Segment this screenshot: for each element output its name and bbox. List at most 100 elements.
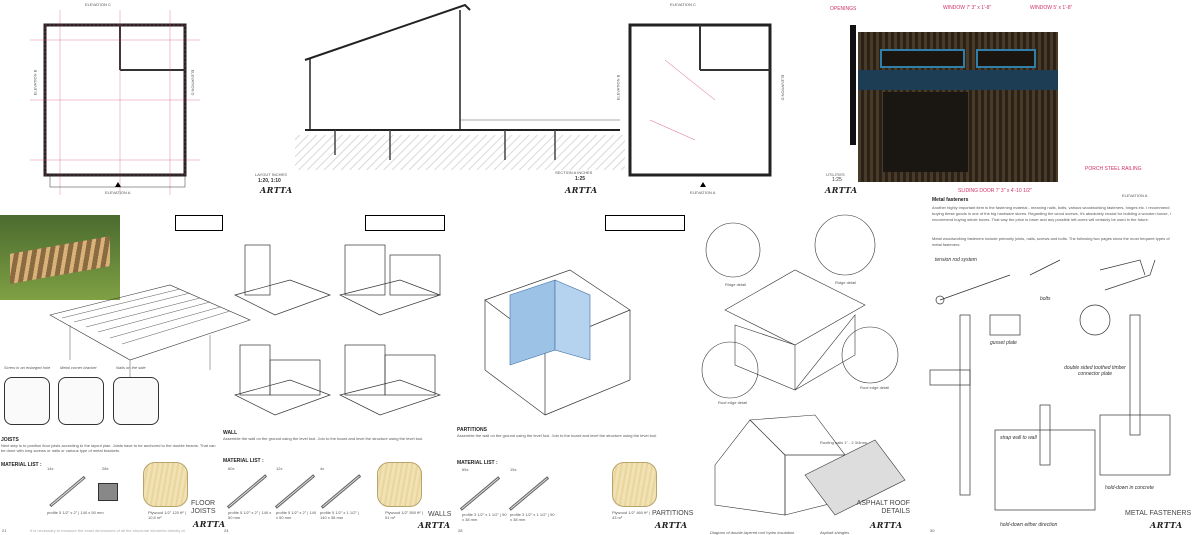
- footer-note: It is necessary to measure the exact dim…: [30, 528, 185, 533]
- item-desc: profile 5 1/2" x 2" | 140 x 50 mm: [228, 510, 272, 520]
- elevation-label: ELEVATION A: [1122, 193, 1148, 198]
- detail-screw: [4, 377, 50, 425]
- item-qty: 15x: [510, 467, 517, 472]
- plan-scale-label: LAYOUT INCHES: [255, 172, 287, 177]
- tools-icon: [175, 215, 223, 231]
- detail-label: Screw in an enlarged hole: [4, 365, 51, 370]
- blue-band: [858, 70, 1058, 90]
- chimney-pipe: [850, 25, 856, 145]
- section-title: METAL FASTENERS: [1125, 510, 1192, 517]
- item-qty: 14x: [47, 466, 54, 471]
- fastener-label: strap wall to wall: [1000, 435, 1037, 441]
- roof-label: Ridge detail: [725, 282, 747, 287]
- brand-logo: ARTTA: [825, 185, 858, 195]
- timber-profile: [226, 474, 268, 509]
- timber-profile: [320, 474, 362, 509]
- section-title: FLOOR JOISTS: [191, 500, 216, 515]
- material-list-label: MATERIAL LIST :: [223, 458, 264, 464]
- joists-photo: [0, 215, 120, 300]
- section-title: WALLS: [428, 511, 452, 518]
- material-list-label: MATERIAL LIST :: [457, 460, 498, 466]
- joists-body: Next step is to position floor joists ac…: [1, 443, 216, 453]
- item-desc: profile 3 1/2" x 1 1/2" | 90 x 38 mm: [510, 512, 555, 522]
- cabin-elevation-render: [858, 32, 1058, 182]
- diagram-caption: Diagram of double-layered roof hydro ins…: [710, 530, 795, 535]
- fastener-label: bolts: [1040, 296, 1051, 302]
- railing-label: PORCH STEEL RAILING: [1085, 166, 1142, 172]
- item-desc: Plywood 1/2" 460 ft² | 43 m²: [612, 510, 650, 520]
- item-qty: 4x: [320, 466, 325, 471]
- section-title: ASPHALT ROOF DETAILS: [856, 500, 910, 515]
- page-number: 28: [458, 528, 463, 533]
- elevation-d-label: ELEVATION D: [190, 69, 196, 96]
- window-1-label: WINDOW 7' 3" x 1'-8": [943, 5, 992, 11]
- partitions-drawing: [484, 269, 631, 416]
- item-desc: profile 5 1/2" x 2" | 140 x 50 mm: [47, 510, 104, 515]
- walls-heading: WALL: [223, 430, 238, 436]
- plywood-sample: [377, 462, 422, 507]
- window-2-label: WINDOW 5' x 1'-8": [1030, 5, 1073, 11]
- utilities-label: UTILITIES: [826, 172, 845, 177]
- walls-body: Assemble the wall on the ground using th…: [223, 436, 424, 441]
- timber-profile: [49, 475, 86, 508]
- elevation-a-label: ELEVATION A: [690, 190, 716, 195]
- item-desc: Plywood 1/2" 550 ft² | 51 m²: [385, 510, 423, 520]
- brand-logo: ARTTA: [655, 520, 688, 530]
- roof-label: Ridge detail: [835, 280, 857, 285]
- joists-heading: JOISTS: [1, 437, 19, 443]
- walls-drawing: [234, 244, 442, 416]
- elevation-c-label: ELEVATION C: [670, 2, 696, 7]
- window-1: [880, 49, 965, 68]
- elevation-b-label: ELEVATION B: [615, 74, 621, 101]
- detail-label: Nails on the side: [116, 365, 146, 370]
- fastener-label: hold-down either direction: [1000, 522, 1058, 528]
- roof-label: Roof edge detail: [860, 385, 890, 390]
- timber-profile: [459, 476, 501, 511]
- section-title: SECTION A INCHES: [555, 170, 593, 175]
- elevation-c-label: ELEVATION C: [85, 2, 111, 7]
- section-drawing: [295, 3, 625, 170]
- item-qty: 60x: [228, 466, 235, 471]
- timber-profile: [274, 474, 316, 509]
- page-number: 21: [2, 528, 7, 533]
- page-number: 24: [224, 528, 229, 533]
- window-2: [976, 49, 1036, 68]
- item-qty: 12x: [276, 466, 283, 471]
- fasteners-para-1: Another highly important item is the fas…: [932, 205, 1171, 222]
- tools-icon: [365, 215, 445, 231]
- elevation-scale: 1:25: [832, 177, 842, 183]
- item-desc: Plywood 1/2" 120 ft² | 10,5 m²: [148, 510, 186, 520]
- section-scale: 1:25: [575, 176, 586, 182]
- item-desc: profile 5 1/2" x 1 1/2" | 140 x 38 mm: [320, 510, 360, 520]
- partitions-heading: PARTITIONS: [457, 427, 487, 433]
- plan-scale: 1:20, 1:10: [258, 178, 281, 184]
- fasteners-heading: Metal fasteners: [932, 197, 969, 203]
- detail-nails: [113, 377, 159, 425]
- sliding-door: [883, 92, 968, 172]
- section-title: PARTITIONS: [652, 510, 694, 517]
- brand-logo: ARTTA: [260, 185, 293, 195]
- door-label: SLIDING DOOR 7' 3" x 4'-10 1/2": [958, 188, 1032, 194]
- item-qty: 28x: [102, 466, 109, 471]
- detail-label: Metal corner bracket: [60, 365, 97, 370]
- shingles-caption: Asphalt shingles: [820, 530, 850, 535]
- brand-logo: ARTTA: [418, 520, 451, 530]
- elevation-d-label: ELEVATION D: [780, 74, 786, 101]
- fastener-label: gusset plate: [990, 340, 1017, 346]
- page-number: 30: [930, 528, 935, 533]
- fasteners-drawing: [929, 259, 1171, 511]
- brand-logo: ARTTA: [1150, 520, 1183, 530]
- plywood-sample: [612, 462, 657, 507]
- brand-logo: ARTTA: [193, 519, 226, 529]
- tools-icon: [605, 215, 685, 231]
- item-desc: profile 3 1/2" x 1 1/2" | 90 x 38 mm: [462, 512, 507, 522]
- detail-bracket: [58, 377, 104, 425]
- material-list-label: MATERIAL LIST :: [1, 462, 42, 468]
- roof-details-drawing: [701, 214, 906, 516]
- elevation-a-label: ELEVATION A: [105, 190, 131, 195]
- partitions-body: Assemble the wall on the ground using th…: [457, 433, 658, 438]
- floor-plan-2-drawing: [628, 23, 772, 187]
- brand-logo: ARTTA: [870, 520, 903, 530]
- floor-plan-drawing: [30, 10, 200, 195]
- roof-label: Roofing nails 1" - 2 3/4mm: [820, 440, 867, 445]
